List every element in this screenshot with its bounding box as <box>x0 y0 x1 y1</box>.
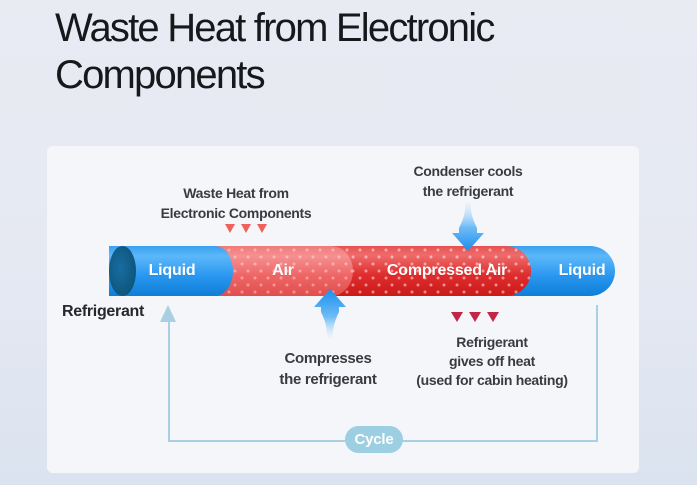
heat-release-label-line2: gives off heat <box>448 353 536 369</box>
compressor-label-line1: Compresses <box>284 350 372 367</box>
refrigerant-pipe: Liquid Air Compressed Air Liquid <box>109 246 615 296</box>
waste-heat-label: Waste Heat from Electronic Components <box>161 183 312 223</box>
condenser-label: Condenser cools the refrigerant <box>413 161 522 201</box>
heat-out-arrows <box>451 312 499 322</box>
heat-out-triangle-icon <box>487 312 499 322</box>
diagram-panel <box>47 146 639 473</box>
pipe-section-air <box>213 246 353 296</box>
compressor-arrow-icon <box>314 289 346 340</box>
compressor-label-line2: the refrigerant <box>279 371 377 388</box>
refrigerant-label: Refrigerant <box>62 303 145 320</box>
cycle-badge: Cycle <box>345 426 403 453</box>
heat-out-triangle-icon <box>451 312 463 322</box>
heat-in-triangle-icon <box>257 224 267 233</box>
heat-in-arrows <box>225 224 267 233</box>
heat-in-triangle-icon <box>241 224 251 233</box>
heat-in-triangle-icon <box>225 224 235 233</box>
condenser-label-line2: the refrigerant <box>422 183 514 199</box>
pipe-label-air: Air <box>272 262 294 279</box>
condenser-label-line1: Condenser cools <box>413 163 523 179</box>
compressor-label: Compresses the refrigerant <box>279 348 377 390</box>
cycle-line-right <box>595 305 598 442</box>
pipe-label-liquid-left: Liquid <box>148 262 196 279</box>
heat-release-label-line3: (used for cabin heating) <box>416 372 568 388</box>
heat-out-triangle-icon <box>469 312 481 322</box>
page-title-line1: Waste Heat from Electronic <box>55 6 495 50</box>
pipe-label-liquid-right: Liquid <box>558 262 606 279</box>
condenser-arrow-icon <box>452 203 484 251</box>
heat-release-label: Refrigerant gives off heat (used for cab… <box>416 333 568 390</box>
page-title-line2: Components <box>55 53 266 97</box>
heat-release-label-line1: Refrigerant <box>456 334 528 350</box>
pipe-end-cap <box>109 246 136 296</box>
cycle-line-left <box>167 320 170 441</box>
waste-heat-label-line2: Electronic Components <box>160 205 312 221</box>
waste-heat-label-line1: Waste Heat from <box>183 185 289 201</box>
pipe-label-compressed-air: Compressed Air <box>386 262 508 279</box>
page-title: Waste Heat from Electronic Components <box>55 5 495 99</box>
cycle-up-arrow-icon <box>160 305 176 322</box>
